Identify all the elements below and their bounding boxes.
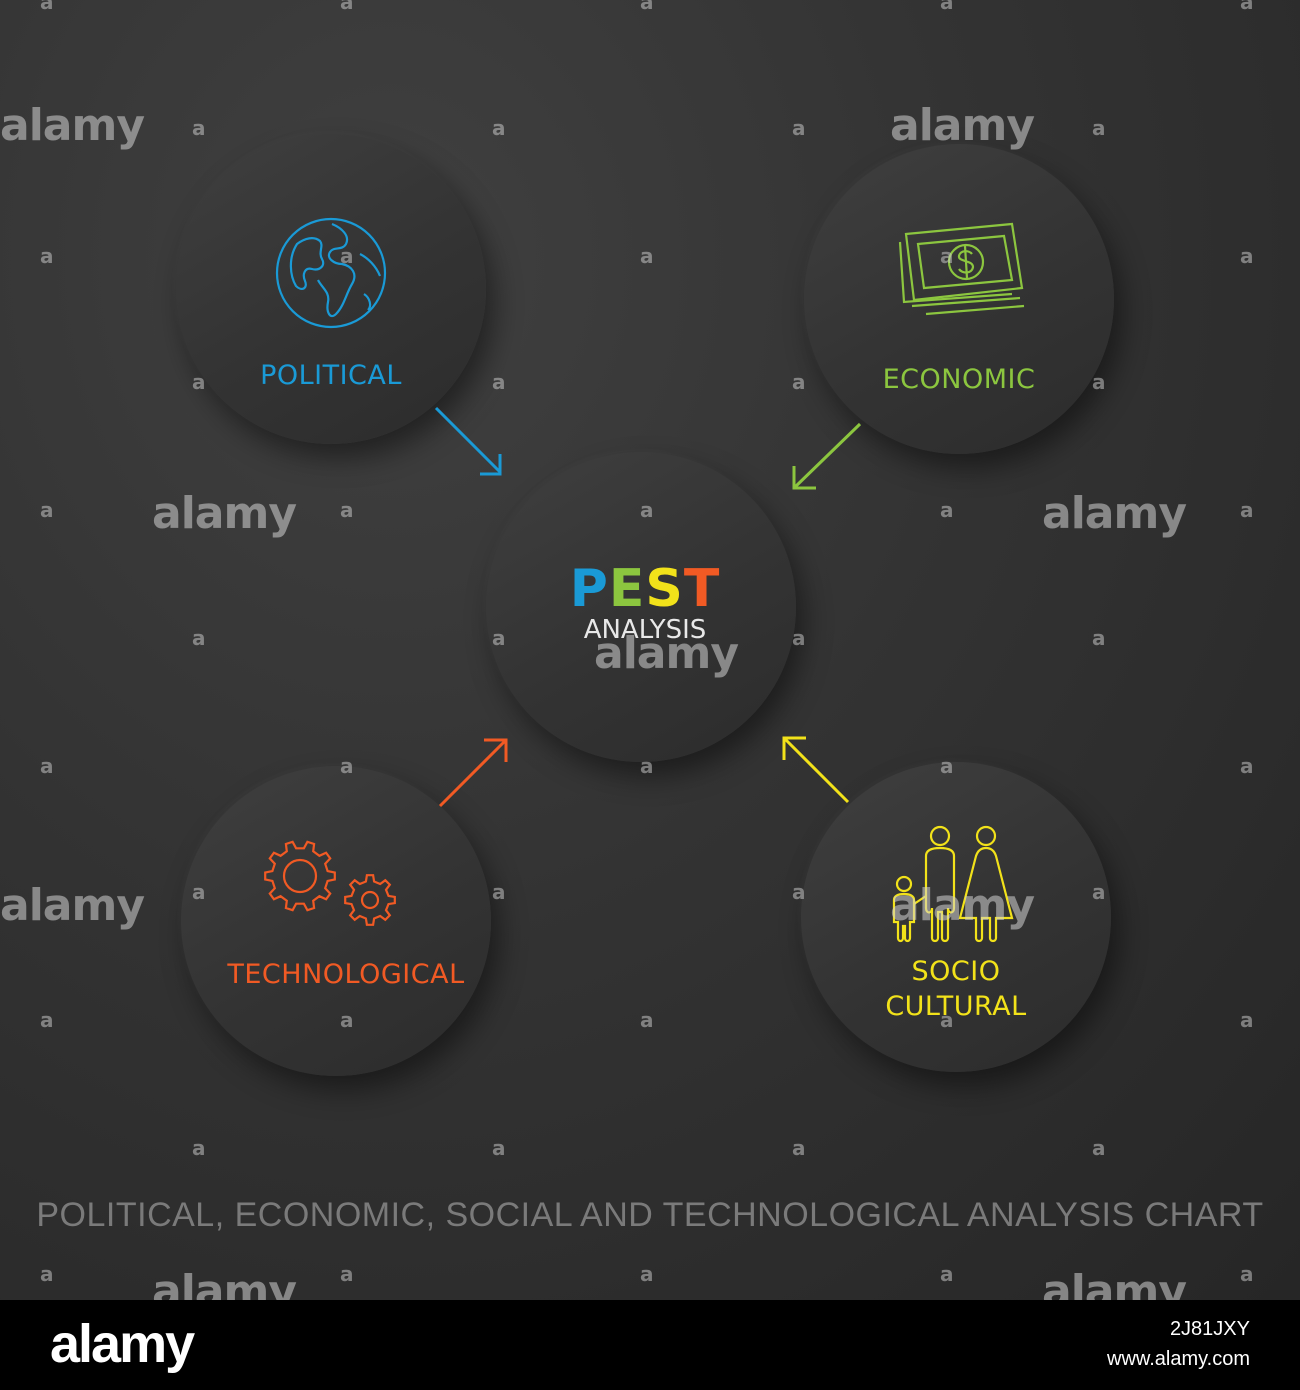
watermark-mark: a [340, 498, 354, 522]
economic-arrow [792, 422, 862, 490]
pest-letter: E [608, 559, 646, 619]
watermark-mark: a [40, 754, 54, 778]
watermark-mark: a [1092, 370, 1106, 394]
center-circle [486, 452, 796, 762]
watermark-mark: a [640, 0, 654, 14]
watermark-mark: a [1240, 1008, 1254, 1032]
watermark-mark: a [940, 1262, 954, 1286]
watermark-mark: a [492, 880, 506, 904]
watermark-logo: alamy [152, 1266, 297, 1300]
technological-label: TECHNOLOGICAL [227, 959, 465, 990]
gears-icon [264, 840, 396, 926]
economic-label: ECONOMIC [882, 364, 1036, 395]
watermark-mark: a [340, 754, 354, 778]
watermark-mark: a [192, 370, 206, 394]
watermark-mark: a [492, 626, 506, 650]
watermark-mark: a [492, 116, 506, 140]
political-arrow [434, 406, 502, 476]
chart-caption: POLITICAL, ECONOMIC, SOCIAL AND TECHNOLO… [36, 1196, 1264, 1234]
political-circle [176, 134, 486, 444]
watermark-mark: a [492, 370, 506, 394]
watermark-mark: a [340, 1262, 354, 1286]
watermark-mark: a [192, 1136, 206, 1160]
watermark-logo: alamy [152, 488, 297, 539]
watermark-mark: a [1092, 880, 1106, 904]
watermark-mark: a [40, 244, 54, 268]
watermark-mark: a [40, 1008, 54, 1032]
watermark-logo: alamy [0, 100, 145, 151]
political-label: POLITICAL [260, 360, 402, 391]
analysis-subtitle: ANALYSIS [583, 615, 707, 645]
socio-label-line-1: SOCIO [911, 956, 1001, 987]
watermark-mark: a [1240, 1262, 1254, 1286]
watermark-mark: a [640, 1262, 654, 1286]
watermark-mark: a [1240, 498, 1254, 522]
watermark-mark: a [792, 370, 806, 394]
watermark-logo: alamy [594, 628, 739, 679]
watermark-mark: a [1092, 1136, 1106, 1160]
watermark-mark: a [640, 1008, 654, 1032]
watermark-mark: a [340, 1008, 354, 1032]
family-icon [892, 825, 1014, 943]
socio-cultural-circle [801, 762, 1111, 1072]
watermark-logo: alamy [1042, 1266, 1187, 1300]
watermark-mark: a [792, 880, 806, 904]
watermark-bar-logo: alamy [50, 1314, 195, 1374]
pest-letter: S [645, 559, 684, 619]
diagram-canvas: POLITICAL ECONOMIC TECHNOLOGICAL [0, 0, 1300, 1300]
watermark-mark: a [40, 498, 54, 522]
watermark-mark: a [1092, 116, 1106, 140]
watermark-mark: a [192, 626, 206, 650]
watermark-mark: a [940, 0, 954, 14]
watermark-mark: a [940, 754, 954, 778]
technological-arrow [438, 738, 508, 808]
watermark-url: www.alamy.com [1107, 1348, 1250, 1370]
watermark-mark: a [1240, 754, 1254, 778]
technological-circle [181, 766, 491, 1076]
watermark-mark: a [40, 1262, 54, 1286]
watermark-mark: a [640, 244, 654, 268]
pest-title: PEST [560, 558, 730, 620]
socio-cultural-label: SOCIO CULTURAL [801, 954, 1111, 1024]
watermark-mark: a [792, 626, 806, 650]
watermark-mark: a [1240, 0, 1254, 14]
watermark-logo: alamy [890, 100, 1035, 151]
money-icon [898, 222, 1025, 316]
pest-letter: P [569, 559, 609, 619]
watermark-mark: a [940, 1008, 954, 1032]
watermark-logo: alamy [890, 880, 1035, 931]
watermark-mark: a [792, 1136, 806, 1160]
socio-cultural-arrow [782, 736, 850, 804]
watermark-mark: a [640, 498, 654, 522]
watermark-mark: a [1240, 244, 1254, 268]
socio-label-line-2: CULTURAL [885, 991, 1027, 1022]
watermark-mark: a [192, 116, 206, 140]
watermark-mark: a [340, 0, 354, 14]
watermark-bar [0, 1300, 1300, 1390]
watermark-mark: a [340, 244, 354, 268]
watermark-mark: a [792, 116, 806, 140]
watermark-image-id: 2J81JXY [1169, 1318, 1250, 1340]
watermark-logo: alamy [0, 880, 145, 931]
watermark-mark: a [192, 880, 206, 904]
watermark-mark: a [1092, 626, 1106, 650]
globe-icon [275, 217, 387, 329]
watermark-mark: a [492, 1136, 506, 1160]
watermark-mark: a [640, 754, 654, 778]
pest-letter: T [683, 559, 721, 619]
arrow-layer [434, 406, 862, 808]
watermark-logo: alamy [1042, 488, 1187, 539]
watermark-mark: a [940, 244, 954, 268]
watermark-mark: a [40, 0, 54, 14]
watermark-mark: a [940, 498, 954, 522]
